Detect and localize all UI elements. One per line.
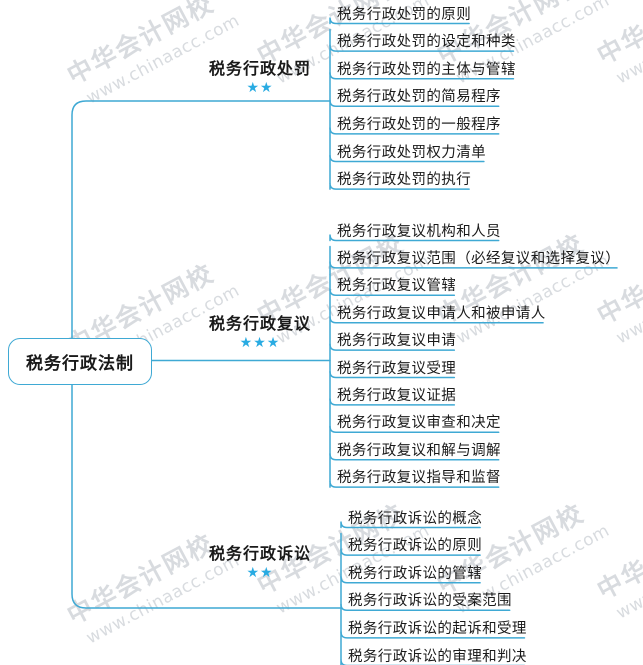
branch-title: 税务行政复议 xyxy=(208,314,311,333)
watermark-brand: 中华会计网校 xyxy=(592,0,643,71)
branch-heading-1[interactable]: 税务行政处罚 ★★ xyxy=(185,55,335,96)
branch-heading-2[interactable]: 税务行政复议 ★★★ xyxy=(185,310,335,351)
branch-star-rating: ★★★ xyxy=(239,335,281,351)
leaf-item[interactable]: 税务行政复议和解与调解 xyxy=(337,442,501,459)
leaf-item[interactable]: 税务行政诉讼的受案范围 xyxy=(348,593,512,610)
leaf-item[interactable]: 税务行政处罚的简易程序 xyxy=(337,89,501,106)
branch-star-rating: ★★ xyxy=(246,80,274,96)
watermark-url: www.chinaacc.com xyxy=(613,0,643,89)
leaf-item[interactable]: 税务行政诉讼的管辖 xyxy=(348,565,483,582)
watermark-brand: 中华会计网校 xyxy=(592,228,643,331)
root-node[interactable]: 税务行政法制 xyxy=(8,338,152,385)
leaf-item[interactable]: 税务行政复议申请 xyxy=(337,333,457,350)
leaf-item[interactable]: 税务行政处罚的主体与管辖 xyxy=(337,61,516,78)
watermark-url: www.chinaacc.com xyxy=(613,525,643,624)
leaf-item[interactable]: 税务行政诉讼的概念 xyxy=(348,510,483,527)
leaf-item[interactable]: 税务行政复议机构和人员 xyxy=(337,223,501,240)
branch-title: 税务行政处罚 xyxy=(208,59,311,78)
watermark-brand: 中华会计网校 xyxy=(592,503,643,606)
branch-title: 税务行政诉讼 xyxy=(208,544,311,563)
leaf-item[interactable]: 税务行政复议审查和决定 xyxy=(337,415,501,432)
leaf-item[interactable]: 税务行政诉讼的审理和判决 xyxy=(348,648,527,665)
leaf-item[interactable]: 税务行政处罚权力清单 xyxy=(337,144,486,161)
leaf-item[interactable]: 税务行政处罚的一般程序 xyxy=(337,116,501,133)
leaf-item[interactable]: 税务行政复议受理 xyxy=(337,360,457,377)
leaf-item[interactable]: 税务行政诉讼的原则 xyxy=(348,538,483,555)
leaf-item[interactable]: 税务行政复议指导和监督 xyxy=(337,470,501,487)
leaf-item[interactable]: 税务行政处罚的设定和种类 xyxy=(337,34,516,51)
leaf-item[interactable]: 税务行政诉讼的起诉和受理 xyxy=(348,620,527,637)
leaf-item[interactable]: 税务行政复议申请人和被申请人 xyxy=(337,305,546,322)
leaf-item[interactable]: 税务行政复议管辖 xyxy=(337,278,457,295)
leaf-item[interactable]: 税务行政处罚的原则 xyxy=(337,6,472,23)
branch-heading-3[interactable]: 税务行政诉讼 ★★ xyxy=(185,540,335,581)
leaf-item[interactable]: 税务行政复议证据 xyxy=(337,387,457,404)
branch-star-rating: ★★ xyxy=(246,565,274,581)
leaf-item[interactable]: 税务行政处罚的执行 xyxy=(337,172,472,189)
root-node-label: 税务行政法制 xyxy=(26,354,134,374)
leaf-item[interactable]: 税务行政复议范围（必经复议和选择复议） xyxy=(337,250,621,267)
